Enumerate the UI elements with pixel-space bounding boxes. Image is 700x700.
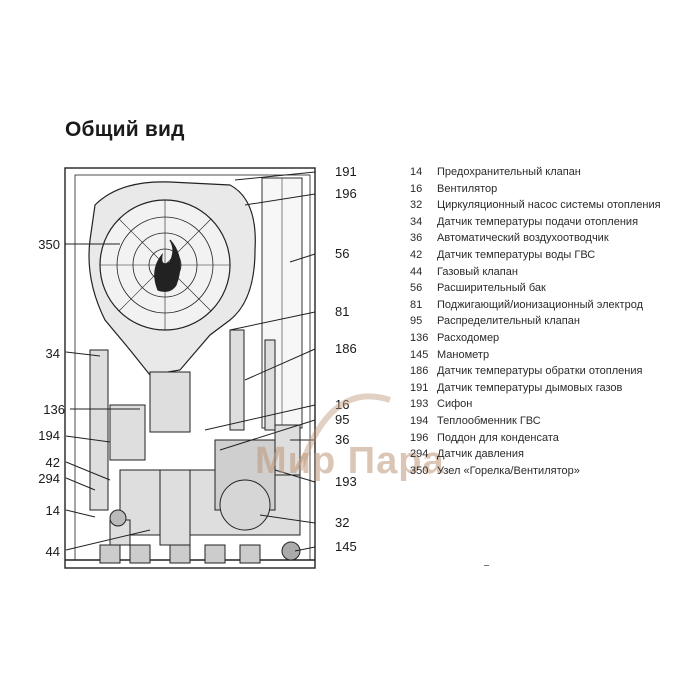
legend-item: 196 Поддон для конденсата [410,430,695,447]
legend-item-label: Датчик температуры воды ГВС [437,248,596,261]
legend-item-number: 44 [410,265,423,278]
callout-56: 56 [335,246,349,261]
legend-item-number: 294 [410,448,429,461]
legend-item-number: 32 [410,199,423,212]
legend-item: 32 Циркуляционный насос системы отопления [410,197,695,214]
legend-item-label: Циркуляционный насос системы отопления [437,199,661,212]
legend-item: 44 Газовый клапан [410,264,695,281]
legend-item-number: 136 [410,331,429,344]
callout-32: 32 [335,515,349,530]
callouts-right: 191 196 56 81 186 16 95 36 193 32 145 [335,164,357,554]
legend-item: 193 Сифон [410,396,695,413]
legend-item: 194 Теплообменник ГВС [410,413,695,430]
callout-81: 81 [335,304,349,319]
callout-34: 34 [46,346,60,361]
legend-item: 95 Распределительный клапан [410,313,695,330]
legend-item: 34 Датчик температуры подачи отопления [410,214,695,231]
legend-item-number: 196 [410,431,429,444]
legend-item: 42 Датчик температуры воды ГВС [410,247,695,264]
legend-item-label: Расходомер [437,331,500,344]
legend-item-label: Расширительный бак [437,282,546,295]
callout-42: 42 [46,455,60,470]
legend-item-number: 36 [410,232,423,245]
burner-fan-shape [88,181,256,376]
legend-item-number: 145 [410,348,429,361]
legend-item-number: 56 [410,282,423,295]
legend-item-label: Распределительный клапан [437,315,580,328]
legend-item-number: 186 [410,365,429,378]
callout-294: 294 [38,471,60,486]
legend-item: 350 Узел «Горелка/Вентилятор» [410,463,695,480]
legend-item: 56 Расширительный бак [410,280,695,297]
callout-191: 191 [335,164,357,179]
callout-136: 136 [43,402,65,417]
legend-item-label: Датчик температуры обратки отопления [437,365,643,378]
legend-item-label: Газовый клапан [437,265,518,278]
divider [484,565,489,566]
legend-item-number: 42 [410,248,423,261]
leader-lines [65,171,316,552]
callout-36: 36 [335,432,349,447]
legend-item-label: Манометр [437,348,490,361]
callouts-left: 350 34 136 194 42 294 14 44 [38,237,65,559]
watermark-text: Мир Пара [255,440,445,482]
legend-item-label: Поддон для конденсата [437,431,559,444]
legend-item-number: 191 [410,381,429,394]
legend-item-number: 14 [410,166,423,178]
legend-item-number: 16 [410,182,423,195]
callout-44: 44 [46,544,60,559]
page-title: Общий вид [65,118,185,141]
legend-item-number: 34 [410,215,423,228]
legend-item: 136 Расходомер [410,330,695,347]
legend-item-label: Датчик давления [437,448,524,461]
legend-item: 145 Манометр [410,347,695,364]
legend-item-number: 81 [410,298,423,311]
legend-item: 294 Датчик давления [410,446,695,463]
legend-item-number: 350 [410,464,429,477]
legend-item-label: Сифон [437,398,473,411]
callout-350: 350 [38,237,60,252]
callout-196: 196 [335,186,357,201]
legend-item: 16 Вентилятор [410,181,695,198]
legend-item-label: Датчик температуры дымовых газов [437,381,623,394]
legend-item-label: Вентилятор [437,182,498,195]
callout-186: 186 [335,341,357,356]
callout-194: 194 [38,428,60,443]
legend-item: 81 Поджигающий/ионизационный электрод [410,297,695,314]
legend-item: 36 Автоматический воздухоотводчик [410,230,695,247]
callout-145: 145 [335,539,357,554]
legend-item-label: Теплообменник ГВС [437,414,541,427]
legend-item-label: Поджигающий/ионизационный электрод [437,298,643,311]
callout-95: 95 [335,412,349,427]
legend-item: 191 Датчик температуры дымовых газов [410,380,695,397]
legend-item: 14 Предохранительный клапан [410,164,695,181]
bottom-connections-shape [99,541,301,564]
legend-item-number: 95 [410,315,423,328]
callout-14: 14 [46,503,60,518]
piping-shape [89,329,301,546]
legend-item-number: 193 [410,398,429,411]
legend-item-label: Предохранительный клапан [437,166,581,178]
callout-193: 193 [335,474,357,489]
legend: 14 Предохранительный клапан 16 Вентилятор 32… [410,164,695,479]
legend-item-number: 194 [410,414,429,427]
legend-item: 186 Датчик температуры обратки отопления [410,363,695,380]
callout-16: 16 [335,397,349,412]
legend-item-label: Узел «Горелка/Вентилятор» [437,464,580,477]
legend-item-label: Датчик температуры подачи отопления [437,215,639,228]
legend-item-label: Автоматический воздухоотводчик [437,232,609,245]
